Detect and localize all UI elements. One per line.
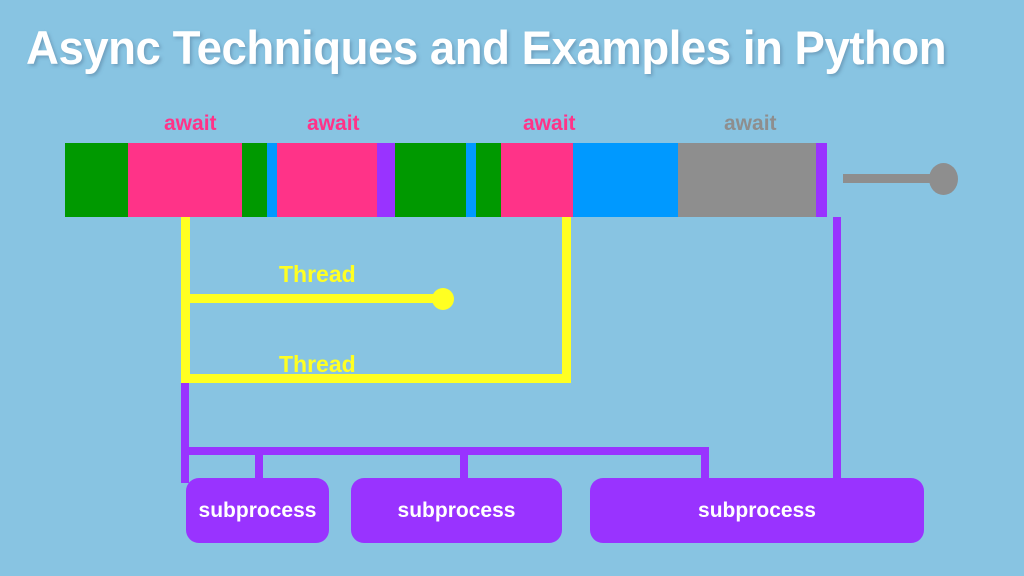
timeline-segment-cpu-work-6 [395,143,466,217]
async-event-loop-timeline [65,143,843,217]
await-label-2: await [307,112,360,135]
page-title: Async Techniques and Examples in Python [26,21,947,74]
subprocess-drop-1-line [181,447,189,483]
thread-2-return-line [562,217,571,383]
subprocess-box-1: subprocess [186,478,329,543]
timeline-segment-thread-handoff-7 [466,143,476,217]
thread-label-2: Thread [279,351,356,377]
pending-continuation-dot [929,163,958,195]
subprocess-drop-4-line [701,447,709,483]
await-label-1: await [164,112,217,135]
timeline-segment-subprocess-spawn-12 [816,143,827,217]
subprocess-drop-3-line [460,447,468,483]
subprocess-trunk-line [181,383,189,455]
timeline-segment-cpu-work-2 [242,143,267,217]
subprocess-3-direct-line [833,217,841,485]
pending-continuation-line [843,174,933,183]
timeline-segment-await-io-9 [501,143,573,217]
subprocess-drop-2-line [255,447,263,483]
timeline-segment-subprocess-spawn-5 [377,143,395,217]
timeline-segment-thread-run-10 [573,143,678,217]
await-label-4: await [724,112,777,135]
thread-label-1: Thread [279,261,356,287]
timeline-segment-await-io-4 [277,143,377,217]
timeline-segment-await-pending-11 [678,143,816,217]
thread-1-end-dot [432,288,454,310]
timeline-segment-thread-handoff-3 [267,143,277,217]
await-label-3: await [523,112,576,135]
subprocess-rail-line [181,447,709,455]
thread-branch-1-line [181,294,443,303]
thread-branch-2-line [181,374,571,383]
timeline-segment-cpu-work-0 [65,143,128,217]
timeline-segment-cpu-work-8 [476,143,501,217]
timeline-segment-await-io-1 [128,143,242,217]
subprocess-box-2: subprocess [351,478,562,543]
subprocess-box-3: subprocess [590,478,924,543]
